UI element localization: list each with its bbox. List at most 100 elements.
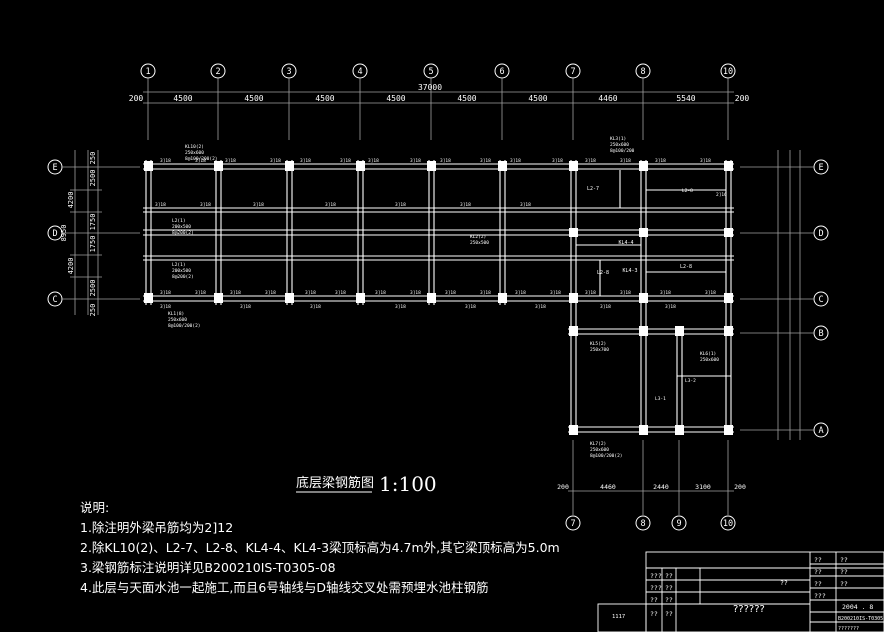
title-drawing-name: ?????? xyxy=(733,604,765,615)
svg-text:3]18: 3]18 xyxy=(440,158,451,164)
svg-text:3]18: 3]18 xyxy=(705,290,716,296)
note-item: 2.除KL10(2)、L2-7、L2-8、KL4-4、KL4-3梁顶标高为4.7… xyxy=(80,540,560,555)
svg-text:200x500: 200x500 xyxy=(172,268,191,274)
svg-text:3]18: 3]18 xyxy=(230,290,241,296)
span-dimension: 4460 xyxy=(598,94,617,103)
svg-text:3]18: 3]18 xyxy=(160,290,171,296)
svg-text:3]18: 3]18 xyxy=(160,158,171,164)
svg-text:KL1(8): KL1(8) xyxy=(168,311,184,317)
right-axis-label: C xyxy=(818,295,823,305)
svg-text:3]18: 3]18 xyxy=(410,158,421,164)
drawing-scale: 1:100 xyxy=(379,472,437,496)
title-center-mark: ?? xyxy=(780,579,788,587)
svg-text:3]18: 3]18 xyxy=(445,290,456,296)
span-dimension: 4500 xyxy=(386,94,405,103)
bottom-span: 2440 xyxy=(653,483,669,491)
right-axis-label: D xyxy=(818,229,823,239)
left-total-dimension: 8950 xyxy=(60,225,68,242)
note-item: 4.此层与天面水池一起施工,而且6号轴线与D轴线交叉处需预埋水池柱钢筋 xyxy=(80,580,489,595)
svg-text:3]18: 3]18 xyxy=(550,290,561,296)
svg-text:3]18: 3]18 xyxy=(665,304,676,310)
svg-text:3]18: 3]18 xyxy=(510,158,521,164)
svg-text:3]18: 3]18 xyxy=(340,158,351,164)
svg-text:KL5(2): KL5(2) xyxy=(590,341,606,347)
svg-text:3]18: 3]18 xyxy=(265,290,276,296)
title-cell: ?? xyxy=(814,580,822,588)
title-cell: ?? xyxy=(665,572,673,580)
bottom-axis-label: 10 xyxy=(723,519,733,529)
svg-text:3]18: 3]18 xyxy=(515,290,526,296)
notes-title: 说明: xyxy=(80,500,110,515)
svg-text:3]18: 3]18 xyxy=(225,158,236,164)
svg-text:3]18: 3]18 xyxy=(335,290,346,296)
svg-text:3]18: 3]18 xyxy=(480,158,491,164)
left-axis-label: C xyxy=(52,295,57,305)
svg-text:L2(1): L2(1) xyxy=(172,218,186,224)
span-dimension: 5540 xyxy=(676,94,695,103)
total-dimension: 37000 xyxy=(418,83,442,92)
span-dimension: 4500 xyxy=(457,94,476,103)
bottom-axis-bubbles xyxy=(565,515,736,531)
svg-text:8@100/200(2): 8@100/200(2) xyxy=(185,156,218,162)
svg-text:2]16: 2]16 xyxy=(716,192,727,198)
svg-text:3]18: 3]18 xyxy=(395,304,406,310)
svg-text:3]18: 3]18 xyxy=(700,158,711,164)
svg-text:250x600: 250x600 xyxy=(185,150,204,156)
note-item: 1.除注明外梁吊筋均为2]12 xyxy=(80,520,234,535)
svg-text:3]18: 3]18 xyxy=(585,290,596,296)
svg-text:3]18: 3]18 xyxy=(660,290,671,296)
left-dimension-lines xyxy=(62,150,140,315)
bottom-edge: 200 xyxy=(734,483,746,491)
svg-text:3]18: 3]18 xyxy=(253,202,264,208)
top-axis-label: 5 xyxy=(428,67,433,77)
svg-text:2500: 2500 xyxy=(89,280,97,297)
svg-text:L3-1: L3-1 xyxy=(655,396,666,402)
svg-text:3]18: 3]18 xyxy=(160,304,171,310)
title-code-1: B200210IS-T0305 xyxy=(838,616,883,622)
svg-text:3]18: 3]18 xyxy=(368,158,379,164)
title-cell: ??? xyxy=(814,592,826,600)
right-axis-label: A xyxy=(818,426,823,436)
title-left-box: 1117 xyxy=(612,614,625,620)
bottom-edge: 200 xyxy=(557,483,569,491)
beam-label: L2-7 xyxy=(587,186,599,192)
bottom-axis-label: 7 xyxy=(570,519,575,529)
svg-text:3]18: 3]18 xyxy=(480,290,491,296)
svg-text:3]18: 3]18 xyxy=(620,158,631,164)
right-dimension-lines xyxy=(740,150,814,440)
svg-text:L3-2: L3-2 xyxy=(685,378,696,384)
svg-text:3]18: 3]18 xyxy=(305,290,316,296)
top-axis-bubbles xyxy=(140,63,736,79)
svg-text:250x700: 250x700 xyxy=(590,347,609,353)
svg-text:3]18: 3]18 xyxy=(465,304,476,310)
top-axis-label: 8 xyxy=(640,67,645,77)
svg-text:3]18: 3]18 xyxy=(240,304,251,310)
title-cell: ?? xyxy=(665,596,673,604)
svg-text:L2-8: L2-8 xyxy=(682,188,693,194)
title-cell: ?? xyxy=(665,610,673,618)
svg-text:250: 250 xyxy=(89,304,97,317)
svg-text:250x600: 250x600 xyxy=(700,357,719,363)
title-cell: ?? xyxy=(650,610,658,618)
svg-text:1750: 1750 xyxy=(89,236,97,253)
svg-text:3]18: 3]18 xyxy=(655,158,666,164)
span-dimension: 4500 xyxy=(173,94,192,103)
svg-text:3]18: 3]18 xyxy=(200,202,211,208)
drawing-title: 底层梁钢筋图 xyxy=(296,475,374,491)
svg-text:1750: 1750 xyxy=(89,214,97,231)
span-dimension: 4500 xyxy=(244,94,263,103)
edge-dimension: 200 xyxy=(735,94,750,103)
top-axis-label: 4 xyxy=(357,67,362,77)
beam-label: KL4-4 xyxy=(618,240,633,246)
beam-label: L2-8 xyxy=(680,264,692,270)
svg-text:3]18: 3]18 xyxy=(300,158,311,164)
svg-text:KL6(1): KL6(1) xyxy=(700,351,716,357)
svg-text:250x600: 250x600 xyxy=(168,317,187,323)
svg-text:KL10(2): KL10(2) xyxy=(185,144,204,150)
columns xyxy=(144,161,733,435)
edge-dimension: 200 xyxy=(129,94,144,103)
svg-text:8@200(2): 8@200(2) xyxy=(172,230,194,236)
svg-text:KL7(2): KL7(2) xyxy=(590,441,606,447)
title-cell: ?? xyxy=(840,568,848,576)
